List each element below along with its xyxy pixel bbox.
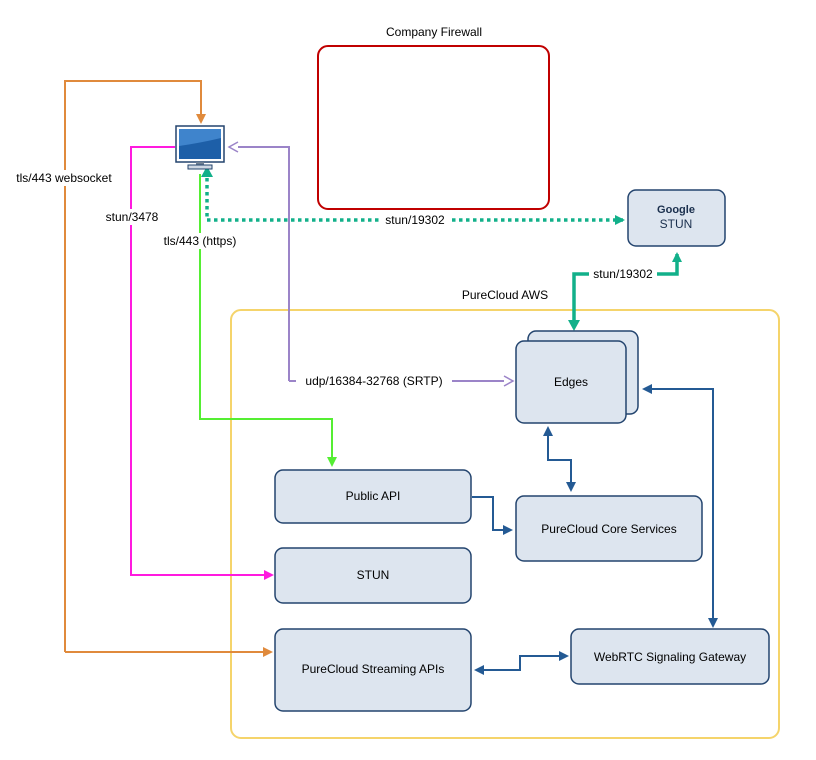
stun-3478-label: stun/3478 [106,210,159,224]
https-line [199,174,337,467]
https-label: tls/443 (https) [164,234,237,248]
edges-gateway-link [642,384,718,628]
google-stun-line2: STUN [660,217,693,231]
stun-3478-line [130,146,274,580]
google-stun-client-label: stun/19302 [385,213,445,227]
srtp-connection: udp/16384-32768 (SRTP) [227,141,515,389]
edges-front-box [515,340,627,424]
edges-core-link [543,426,576,492]
websocket-line-top [64,80,206,652]
monitor-base [187,164,213,170]
edges-label: Edges [554,375,588,389]
google-stun-edges-arrowhead [568,320,580,331]
google-stun-edges-label: stun/19302 [593,267,653,281]
google-stun-client-label-bg [381,212,449,228]
google-stun-client-line [205,178,625,225]
stun-label: STUN [357,568,390,582]
public-api-box [274,469,472,524]
srtp-line-to-client [227,141,290,381]
srtp-label: udp/16384-32768 (SRTP) [305,374,442,388]
websocket-label: tls/443 websocket [16,171,112,185]
core-services-node[interactable]: PureCloud Core Services [515,495,703,562]
internal-links [472,384,718,675]
company-firewall-group: Company Firewall [317,25,550,210]
stun-3478-connection: stun/3478 [101,146,274,580]
google-stun-client-arrowhead [201,166,213,177]
srtp-label-bg [296,373,452,389]
stun-node[interactable]: STUN [274,547,472,604]
public-api-node[interactable]: Public API [274,469,472,524]
monitor-screen-gloss [179,129,221,146]
publicapi-core-link [472,496,513,535]
google-stun-edges-connection: stun/19302 [568,252,682,331]
company-firewall-label: Company Firewall [386,25,482,39]
signaling-gateway-box [570,628,770,685]
https-connection: tls/443 (https) [157,174,337,467]
streaming-gateway-link [474,651,569,675]
signaling-gateway-node[interactable]: WebRTC Signaling Gateway [570,628,770,685]
monitor-stand [196,162,204,165]
streaming-apis-label: PureCloud Streaming APIs [302,662,445,676]
google-stun-client-connection: stun/19302 [201,166,625,228]
stun-box [274,547,472,604]
stun-3478-label-bg [101,209,163,225]
signaling-gateway-label: WebRTC Signaling Gateway [594,650,746,664]
streaming-apis-node[interactable]: PureCloud Streaming APIs [274,628,472,712]
google-stun-edges-label-bg [589,266,657,282]
monitor-icon[interactable] [175,125,225,170]
company-firewall-box [317,45,550,210]
public-api-label: Public API [346,489,401,503]
google-stun-line1: Google [657,204,695,216]
websocket-label-bg [8,170,121,186]
google-stun-node[interactable]: Google STUN [627,189,726,247]
streaming-apis-box [274,628,472,712]
https-label-bg [157,233,243,249]
purecloud-aws-label: PureCloud AWS [462,288,548,302]
core-services-box [515,495,703,562]
edges-node[interactable]: Edges [515,330,639,424]
google-stun-box [627,189,726,247]
core-services-label: PureCloud Core Services [541,522,676,536]
websocket-connection: tls/443 websocket [8,80,273,657]
